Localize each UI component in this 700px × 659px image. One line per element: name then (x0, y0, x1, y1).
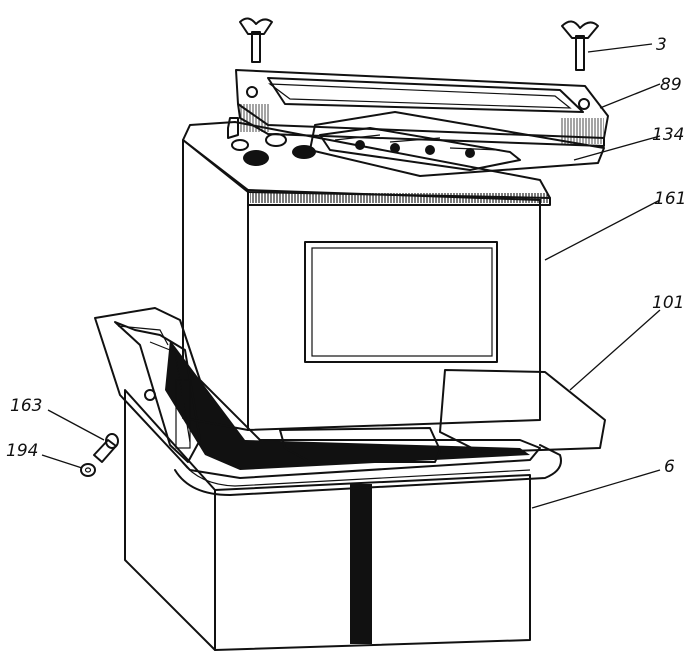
label-6: 6 (664, 457, 675, 477)
battery-box (124, 389, 562, 651)
battery (182, 117, 551, 431)
wing-bolt-right (561, 20, 599, 71)
tray-plate (94, 307, 541, 479)
clamp-frame (235, 69, 609, 147)
label-101: 101 (652, 293, 684, 313)
gasket (309, 111, 605, 177)
label-194: 194 (6, 441, 38, 461)
label-3: 3 (656, 35, 667, 55)
leader-lines (41, 43, 661, 509)
wing-bolt-left (239, 17, 273, 63)
label-161: 161 (654, 189, 686, 209)
screw (93, 433, 119, 463)
label-163: 163 (10, 396, 42, 416)
label-89: 89 (660, 75, 682, 95)
washer (80, 463, 96, 477)
label-134: 134 (652, 125, 684, 145)
rubber-pads (279, 369, 606, 463)
